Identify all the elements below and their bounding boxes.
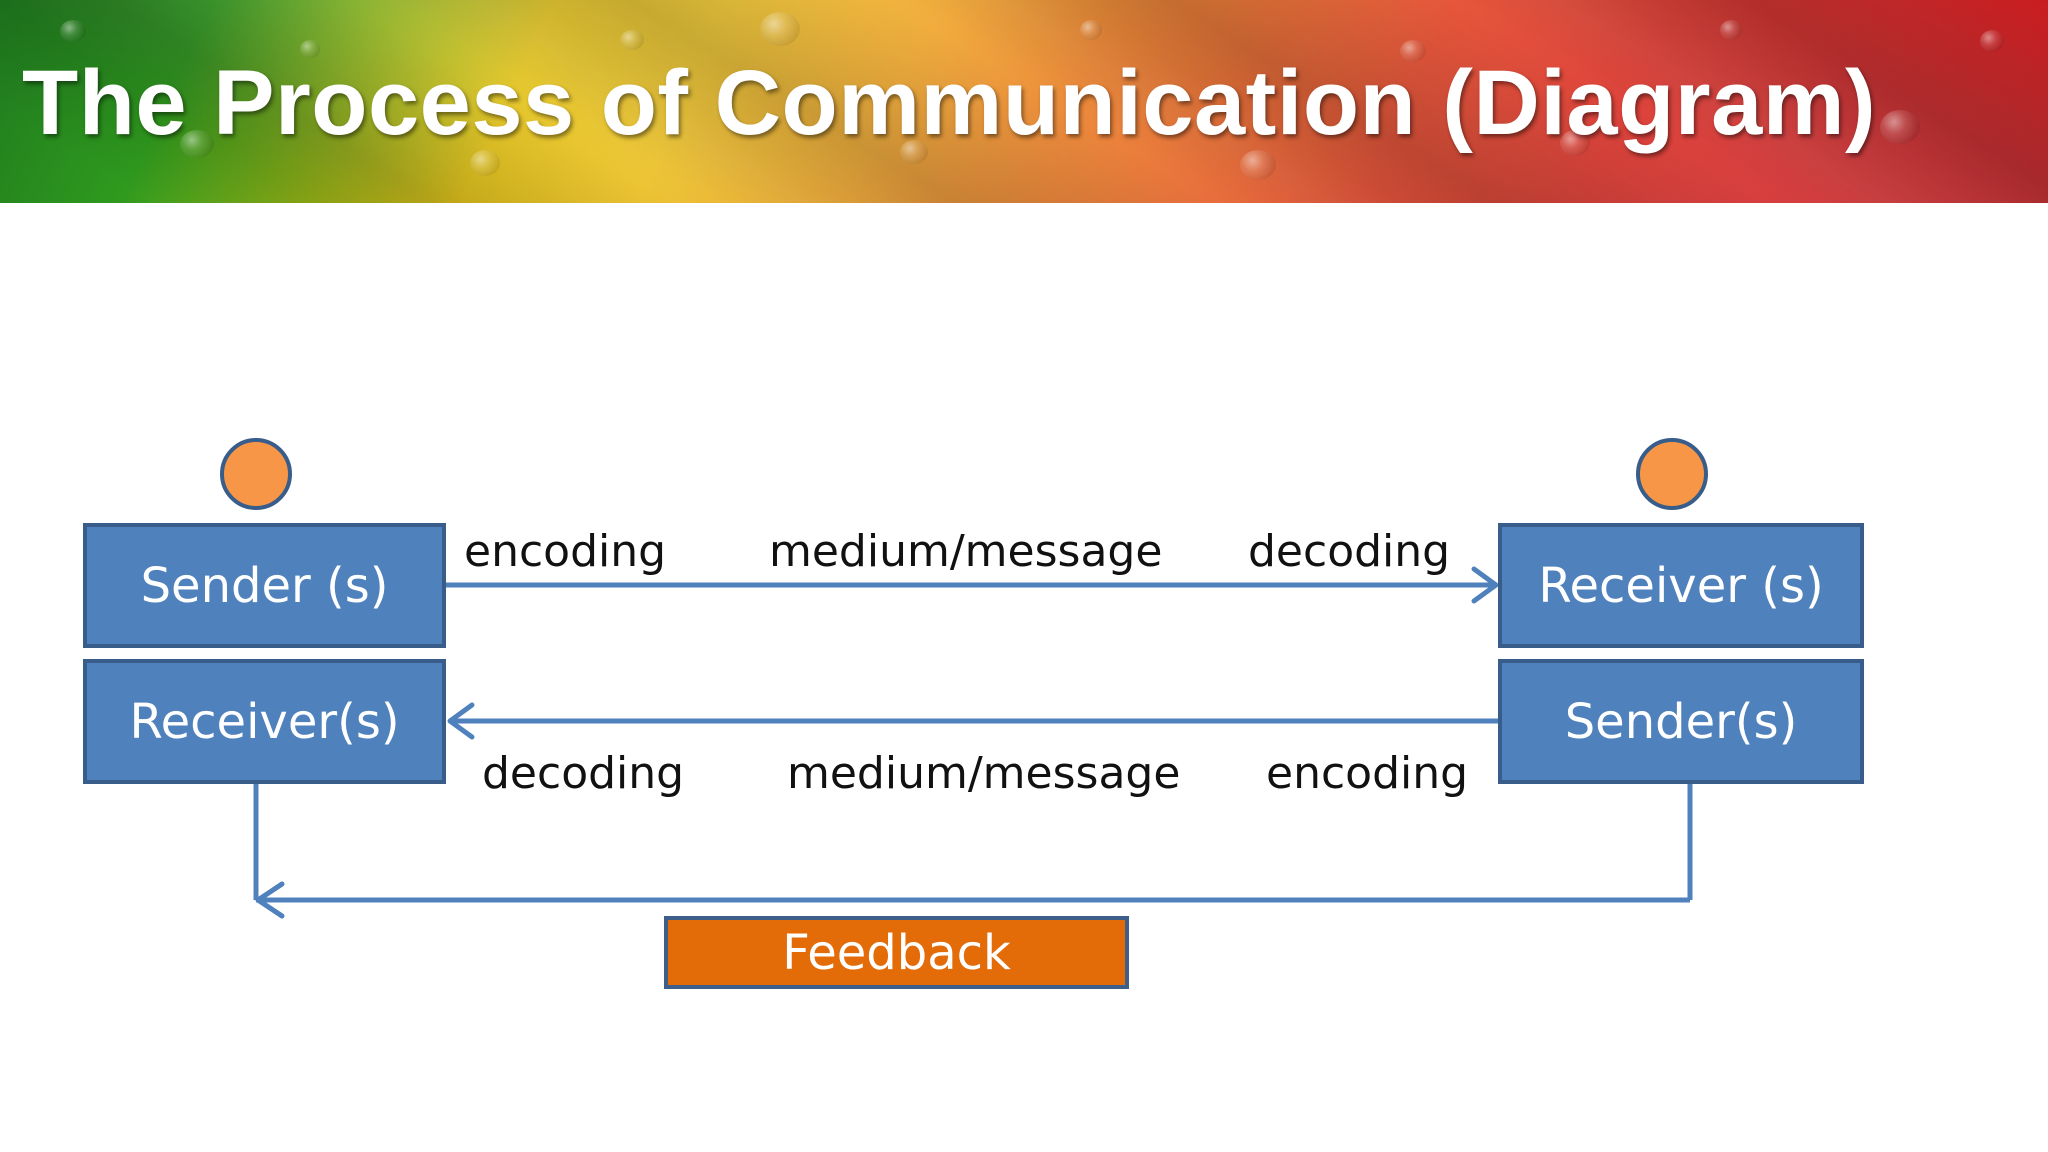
feedback-box: Feedback: [664, 916, 1129, 989]
return-label-decoding: decoding: [482, 748, 685, 799]
slide-title: The Process of Communication (Diagram): [22, 52, 1877, 154]
forward-label-medium: medium/message: [769, 526, 1163, 577]
sender-box: Sender (s): [83, 523, 446, 648]
return-sender-box: Sender(s): [1498, 659, 1864, 784]
receiver-box: Receiver (s): [1498, 523, 1864, 648]
feedback-arrow-head: [255, 881, 285, 919]
forward-label-decoding: decoding: [1248, 526, 1451, 577]
return-arrow-head: [447, 702, 475, 740]
return-label-medium: medium/message: [787, 748, 1181, 799]
title-banner: [0, 0, 2048, 203]
return-receiver-box: Receiver(s): [83, 659, 446, 784]
forward-arrow-head: [1471, 566, 1499, 604]
return-label-encoding: encoding: [1266, 748, 1469, 799]
sender-person-icon: [220, 438, 292, 510]
receiver-person-icon: [1636, 438, 1708, 510]
forward-label-encoding: encoding: [464, 526, 667, 577]
